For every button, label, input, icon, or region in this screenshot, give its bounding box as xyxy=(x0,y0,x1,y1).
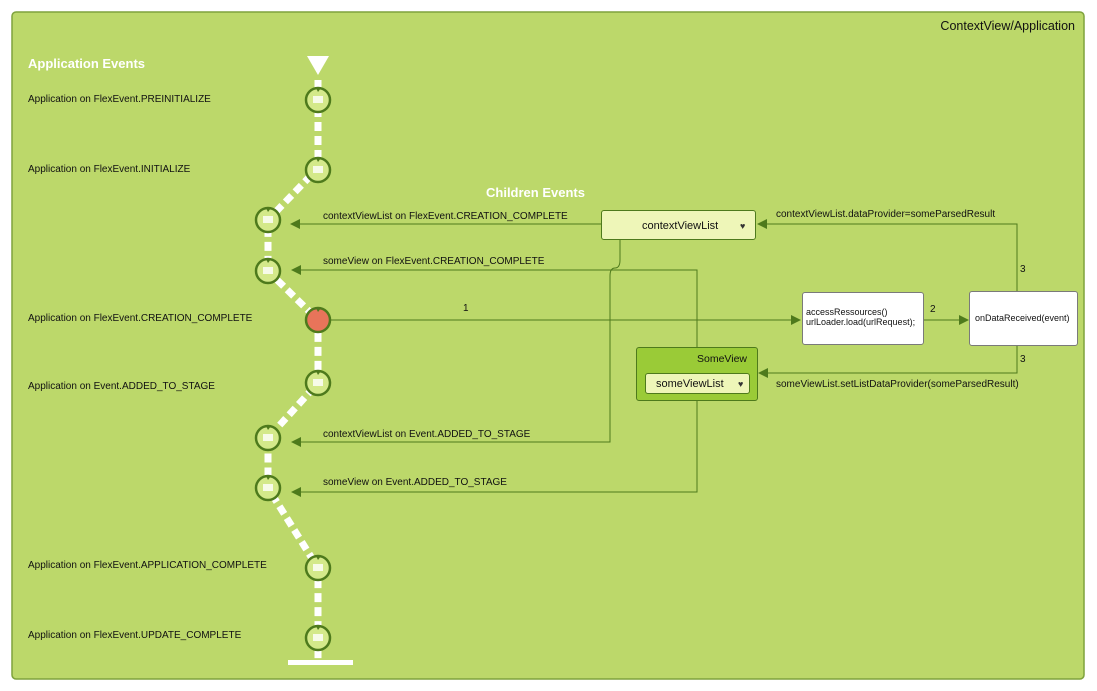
node-initialize xyxy=(304,156,332,184)
some-view-list-box: someViewList ♥ xyxy=(645,373,750,394)
step3-bottom-label: 3 xyxy=(1020,354,1026,365)
some-view-box: SomeView someViewList ♥ xyxy=(636,347,758,401)
node-cvl-added xyxy=(254,424,282,452)
node-preinitialize xyxy=(304,86,332,114)
node-cvl-creation xyxy=(254,206,282,234)
node-application-complete xyxy=(304,554,332,582)
arrow-step3-bottom xyxy=(758,345,1018,378)
heart-icon: ♥ xyxy=(740,221,746,231)
access-resources-box: accessRessources() urlLoader.load(urlReq… xyxy=(802,292,924,345)
arrow-cvl-added xyxy=(291,240,621,447)
data-provider-label: contextViewList.dataProvider=someParsedR… xyxy=(776,209,996,220)
app-event-label: Application on FlexEvent.INITIALIZE xyxy=(28,164,191,175)
node-creation-complete-active xyxy=(304,306,332,334)
node-added-to-stage xyxy=(304,369,332,397)
node-someview-added xyxy=(254,474,282,502)
some-view-label: SomeView xyxy=(697,353,747,365)
child-event-label: someView on FlexEvent.CREATION_COMPLETE xyxy=(323,256,545,267)
step2-label: 2 xyxy=(930,304,936,315)
app-event-label: Application on FlexEvent.CREATION_COMPLE… xyxy=(28,313,253,324)
child-event-label: contextViewList on FlexEvent.CREATION_CO… xyxy=(323,211,568,222)
start-marker xyxy=(307,56,329,75)
child-event-label: contextViewList on Event.ADDED_TO_STAGE xyxy=(323,429,531,440)
url-loader-line: urlLoader.load(urlRequest); xyxy=(806,317,916,327)
context-view-list-box: contextViewList ♥ xyxy=(601,210,756,240)
app-event-label: Application on FlexEvent.APPLICATION_COM… xyxy=(28,560,267,571)
app-event-label: Application on FlexEvent.UPDATE_COMPLETE xyxy=(28,630,242,641)
end-bar xyxy=(288,660,353,665)
on-data-received-label: onDataReceived(event) xyxy=(975,313,1070,323)
set-list-data-provider-label: someViewList.setListDataProvider(somePar… xyxy=(776,379,1019,390)
children-events-header: Children Events xyxy=(486,185,585,200)
context-view-list-label: contextViewList xyxy=(642,220,719,232)
app-event-label: Application on Event.ADDED_TO_STAGE xyxy=(28,381,215,392)
app-event-label: Application on FlexEvent.PREINITIALIZE xyxy=(28,94,211,105)
step1-label: 1 xyxy=(463,303,469,314)
on-data-received-box: onDataReceived(event) xyxy=(969,291,1078,346)
node-update-complete xyxy=(304,624,332,652)
node-someview-creation xyxy=(254,257,282,285)
arrow-step3-top xyxy=(757,219,1018,291)
step3-top-label: 3 xyxy=(1020,264,1026,275)
application-events-header: Application Events xyxy=(28,56,146,71)
access-resources-line: accessRessources() xyxy=(806,307,888,317)
arrow-someview-creation xyxy=(291,265,698,347)
application-frame xyxy=(11,11,1085,680)
child-event-label: someView on Event.ADDED_TO_STAGE xyxy=(323,477,507,488)
frame-title: ContextView/Application xyxy=(940,19,1075,33)
arrow-someview-added xyxy=(291,401,698,497)
some-view-list-label: someViewList xyxy=(656,378,724,390)
heart-icon: ♥ xyxy=(738,379,744,389)
